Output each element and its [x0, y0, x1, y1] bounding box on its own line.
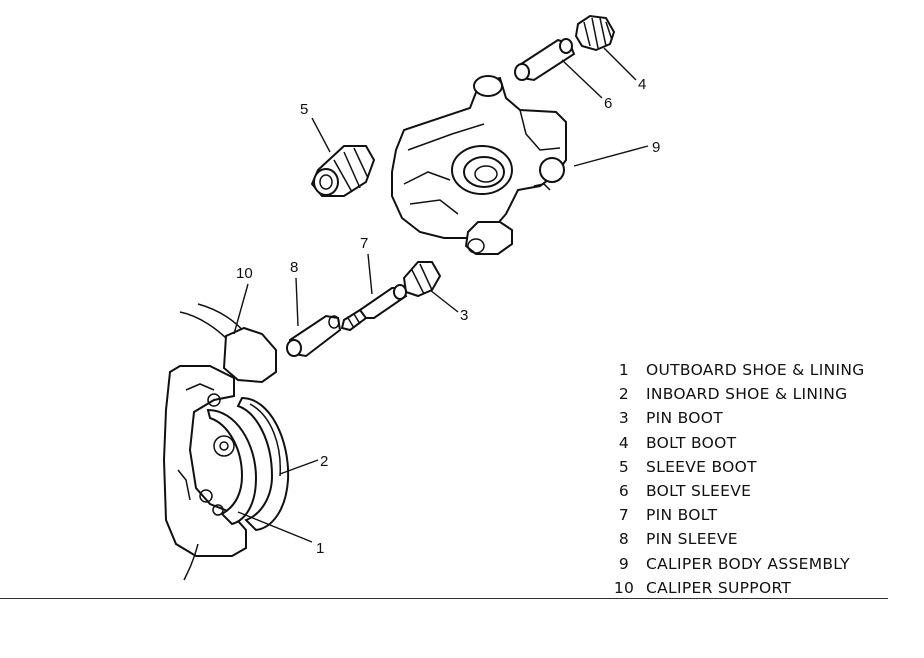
callout-3: 3 [460, 307, 468, 324]
legend-number: 4 [618, 433, 630, 452]
legend-row: 1 OUTBOARD SHOE & LINING [604, 358, 904, 382]
legend-number: 9 [618, 554, 630, 573]
legend-number: 5 [618, 457, 630, 476]
callout-5: 5 [300, 101, 308, 118]
leader-10 [233, 283, 249, 335]
legend-label: BOLT SLEEVE [646, 482, 752, 501]
legend-number: 1 [618, 361, 630, 379]
legend-label: CALIPER BODY ASSEMBLY [646, 554, 850, 573]
leader-6 [561, 59, 603, 99]
legend-number: 6 [618, 482, 630, 501]
callout-4: 4 [638, 76, 646, 93]
leader-8 [295, 277, 299, 327]
legend-label: OUTBOARD SHOE & LINING [646, 361, 865, 379]
legend-number: 3 [618, 409, 630, 428]
legend-row: 3 PIN BOOT [604, 406, 904, 430]
legend-row: 7 PIN BOLT [604, 503, 904, 527]
legend-row: 4 BOLT BOOT [604, 431, 904, 455]
callout-9: 9 [652, 139, 660, 156]
bottom-divider [0, 598, 888, 599]
pin-boot [402, 261, 442, 298]
leader-4 [603, 47, 637, 81]
callout-7: 7 [360, 235, 368, 252]
legend-row: 9 CALIPER BODY ASSEMBLY [604, 552, 904, 576]
legend-label: CALIPER SUPPORT [646, 578, 792, 597]
legend-row: 8 PIN SLEEVE [604, 527, 904, 551]
legend-number: 2 [618, 385, 630, 404]
leader-3 [429, 289, 459, 313]
legend-number: 10 [613, 578, 635, 597]
pin-bolt [340, 284, 408, 332]
legend-number: 8 [618, 530, 630, 549]
pin-sleeve [286, 314, 342, 358]
legend-label: PIN BOLT [646, 506, 718, 525]
leader-7 [367, 253, 373, 295]
legend-label: PIN SLEEVE [646, 530, 738, 549]
legend-number: 7 [618, 506, 630, 525]
parts-legend: 1 OUTBOARD SHOE & LINING 2 INBOARD SHOE … [604, 358, 904, 600]
leader-5 [311, 117, 331, 153]
legend-row: 5 SLEEVE BOOT [604, 455, 904, 479]
bolt-boot [574, 14, 616, 52]
outboard-shoe [206, 408, 258, 526]
caliper-body-assembly [391, 75, 567, 255]
callout-1: 1 [316, 540, 324, 557]
legend-row: 10 CALIPER SUPPORT [604, 576, 904, 600]
legend-label: BOLT BOOT [646, 433, 737, 452]
sleeve-boot [310, 145, 376, 197]
leader-2 [279, 459, 319, 475]
bolt-sleeve [514, 38, 576, 82]
legend-row: 2 INBOARD SHOE & LINING [604, 382, 904, 406]
leader-9 [573, 145, 649, 167]
legend-label: PIN BOOT [646, 409, 724, 428]
leader-1 [237, 511, 313, 543]
callout-8: 8 [290, 259, 298, 276]
legend-row: 6 BOLT SLEEVE [604, 479, 904, 503]
callout-10: 10 [236, 265, 253, 282]
legend-label: SLEEVE BOOT [646, 457, 757, 476]
legend-label: INBOARD SHOE & LINING [646, 385, 848, 404]
callout-2: 2 [320, 453, 328, 470]
callout-6: 6 [604, 95, 612, 112]
inboard-shoe [236, 396, 290, 532]
caliper-support [162, 303, 277, 581]
